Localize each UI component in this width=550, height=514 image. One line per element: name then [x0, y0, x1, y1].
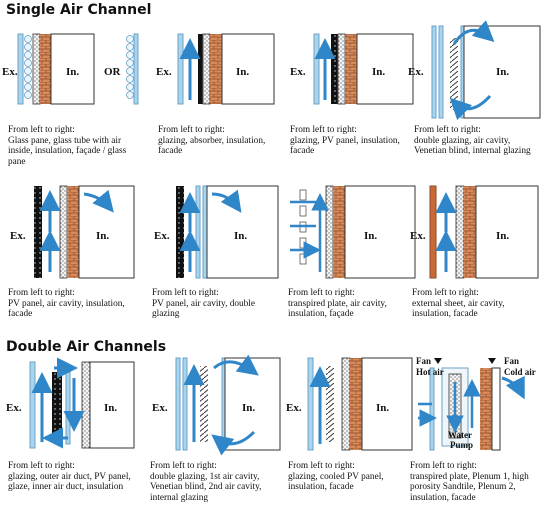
- interior-label: In.: [104, 402, 118, 414]
- caption-4: From left to right:double glazing, air c…: [414, 125, 531, 157]
- diagram-panel-1: Ex. In. OR: [2, 33, 139, 105]
- fan-label-right: Fan: [504, 356, 520, 366]
- exterior-label: Ex.: [6, 402, 22, 414]
- section-title-double: Double Air Channels: [6, 339, 167, 355]
- interior-label: In.: [236, 66, 250, 78]
- diagram-panel-10: Ex. In.: [150, 354, 281, 456]
- exterior-label: Ex.: [156, 66, 172, 78]
- caption-3: From left to right:glazing, PV panel, in…: [290, 125, 400, 157]
- caption-9: From left to right:glazing, outer air du…: [8, 461, 131, 493]
- caption-2: From left to right:glazing, absorber, in…: [158, 125, 266, 157]
- caption-5: From left to right:PV panel, air cavity,…: [8, 288, 125, 320]
- caption-12: From left to right:transpired plate, Ple…: [410, 461, 529, 503]
- diagram-panel-11: Ex. In.: [286, 357, 416, 451]
- diagram-panel-8: Ex. In.: [410, 185, 542, 279]
- hot-air-label: Hot air: [416, 367, 444, 377]
- interior-label: In.: [96, 230, 110, 242]
- exterior-label: Ex.: [290, 66, 306, 78]
- cold-air-label: Cold air: [504, 367, 536, 377]
- diagram-panel-9: Ex. In.: [6, 357, 138, 449]
- caption-1: From left to right:Glass pane, glass tub…: [8, 125, 127, 167]
- interior-label: In.: [372, 66, 386, 78]
- interior-label: In.: [496, 230, 510, 242]
- exterior-label: Ex.: [152, 402, 168, 414]
- diagram-panel-2: Ex. In.: [148, 33, 278, 105]
- interior-label: In.: [234, 230, 248, 242]
- interior-label: In.: [376, 402, 390, 414]
- exterior-label: Ex.: [10, 230, 26, 242]
- interior-label: In.: [496, 66, 510, 78]
- diagram-panel-7: In.: [290, 185, 420, 279]
- exterior-label: Ex.: [154, 230, 170, 242]
- section-title-single: Single Air Channel: [6, 2, 152, 18]
- caption-11: From left to right:glazing, cooled PV pa…: [288, 461, 384, 493]
- water-label: Water: [448, 430, 472, 440]
- diagram-panel-4: Ex. In.: [408, 20, 541, 121]
- diagram-panel-12: Fan Hot air Fan Cold air Water Pump: [412, 356, 542, 451]
- or-label: OR: [104, 66, 121, 78]
- caption-6: From left to right:PV panel, air cavity,…: [152, 288, 256, 320]
- exterior-label: Ex.: [2, 66, 18, 78]
- diagram-panel-6: Ex. In.: [152, 185, 282, 279]
- exterior-label: Ex.: [410, 230, 426, 242]
- caption-7: From left to right:transpired plate, air…: [288, 288, 387, 320]
- diagram-panel-5: Ex. In.: [8, 185, 138, 279]
- pump-label: Pump: [450, 440, 474, 450]
- diagram-panel-3: Ex. In.: [288, 33, 418, 105]
- interior-label: In.: [364, 230, 378, 242]
- interior-label: In.: [66, 66, 80, 78]
- caption-8: From left to right:external sheet, air c…: [412, 288, 505, 320]
- fan-label-left: Fan: [416, 356, 432, 366]
- interior-label: In.: [242, 402, 256, 414]
- caption-10: From left to right:double glazing, 1st a…: [150, 461, 262, 503]
- exterior-label: Ex.: [286, 402, 302, 414]
- exterior-label: Ex.: [408, 66, 424, 78]
